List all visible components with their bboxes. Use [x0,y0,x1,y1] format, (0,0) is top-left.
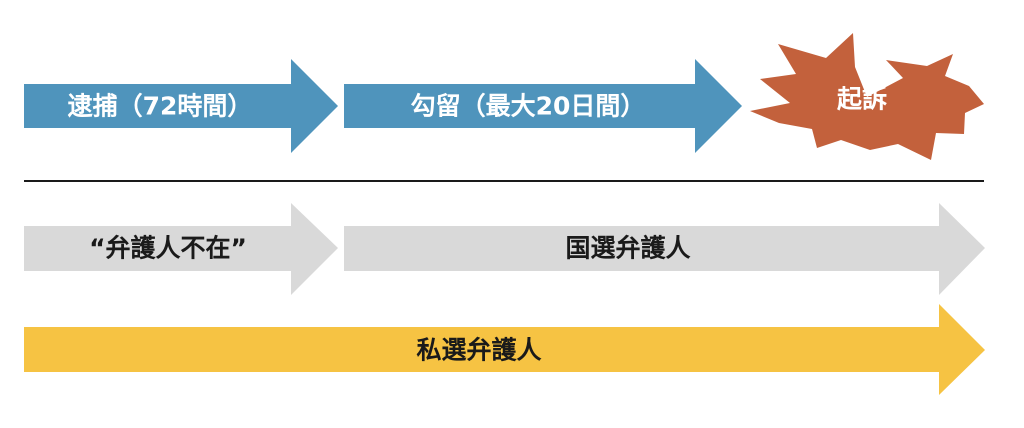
detention-stage: 勾留（最大20日間） [344,59,742,153]
private-counsel-segment: 私選弁護人 [24,304,985,395]
detention-arrow [344,59,742,153]
arrest-label: 逮捕（72時間） [68,92,253,121]
detention-label: 勾留（最大20日間） [411,92,646,121]
private-counsel-label: 私選弁護人 [416,336,541,365]
arrest-stage: 逮捕（72時間） [24,59,338,153]
indictment-label: 起訴 [837,85,887,114]
indictment-burst [750,33,984,160]
no-counsel-arrow [24,203,338,295]
court-appointed-segment: 国選弁護人 [344,203,985,295]
private-counsel-arrow [24,304,985,395]
arrest-arrow [24,59,338,153]
court-appointed-arrow [344,203,985,295]
no-counsel-segment: “弁護人不在” [24,203,338,295]
court-appointed-label: 国選弁護人 [565,234,690,263]
no-counsel-label: “弁護人不在” [89,234,247,263]
indictment-stage: 起訴 [750,33,984,160]
